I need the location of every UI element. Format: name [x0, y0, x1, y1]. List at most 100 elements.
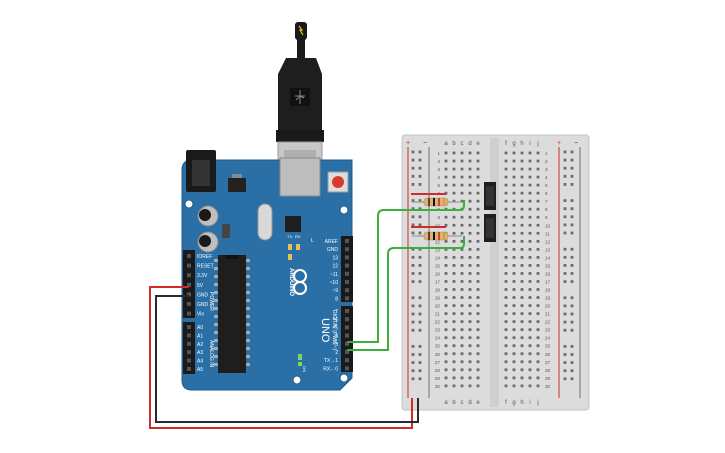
bb-hole[interactable]: [444, 159, 448, 163]
bb-hole[interactable]: [504, 207, 508, 211]
bb-hole[interactable]: [476, 288, 480, 291]
bb-hole[interactable]: [504, 368, 508, 372]
bb-hole[interactable]: [468, 191, 472, 195]
bb-hole[interactable]: [452, 255, 456, 259]
bb-hole[interactable]: [452, 223, 456, 227]
bb-hole[interactable]: [452, 344, 456, 348]
rail-hole[interactable]: [570, 231, 574, 235]
rail-hole[interactable]: [411, 328, 415, 332]
rail-hole[interactable]: [411, 223, 415, 227]
bb-hole[interactable]: [528, 320, 532, 324]
bb-hole[interactable]: [504, 239, 508, 243]
bb-hole[interactable]: [520, 151, 524, 155]
rail-hole[interactable]: [563, 183, 567, 186]
bb-hole[interactable]: [460, 199, 464, 203]
rail-hole[interactable]: [570, 255, 574, 259]
power-pin-hole[interactable]: [187, 254, 191, 258]
bb-hole[interactable]: [520, 352, 524, 356]
bb-hole[interactable]: [536, 312, 540, 315]
bb-hole[interactable]: [444, 376, 448, 380]
bb-hole[interactable]: [460, 352, 464, 356]
rail-hole[interactable]: [418, 369, 422, 373]
analog-pin-hole[interactable]: [187, 358, 191, 363]
rail-hole[interactable]: [411, 215, 415, 219]
bb-hole[interactable]: [476, 312, 480, 315]
rail-hole[interactable]: [570, 312, 574, 316]
rail-hole[interactable]: [563, 247, 567, 251]
rail-hole[interactable]: [570, 296, 574, 300]
bb-hole[interactable]: [476, 159, 480, 163]
rail-hole[interactable]: [411, 345, 415, 348]
rail-hole[interactable]: [563, 272, 567, 275]
bb-hole[interactable]: [460, 239, 464, 243]
bb-hole[interactable]: [512, 151, 516, 155]
analog-pin-hole[interactable]: [187, 325, 191, 329]
bb-hole[interactable]: [460, 376, 464, 380]
bb-hole[interactable]: [520, 376, 524, 380]
rail-hole[interactable]: [570, 328, 574, 332]
rail-hole[interactable]: [563, 264, 567, 267]
analog-pin-hole[interactable]: [187, 367, 191, 371]
bb-hole[interactable]: [512, 296, 516, 299]
bb-hole[interactable]: [536, 264, 540, 267]
bb-hole[interactable]: [452, 288, 456, 291]
bb-hole[interactable]: [452, 376, 456, 380]
rail-hole[interactable]: [570, 158, 574, 162]
rail-hole[interactable]: [563, 304, 567, 308]
bb-hole[interactable]: [468, 167, 472, 171]
bb-hole[interactable]: [520, 167, 524, 171]
bb-hole[interactable]: [512, 199, 516, 203]
bb-hole[interactable]: [504, 384, 508, 388]
bb-hole[interactable]: [452, 360, 456, 364]
bb-hole[interactable]: [452, 215, 456, 219]
rail-hole[interactable]: [563, 150, 567, 154]
bb-hole[interactable]: [536, 320, 540, 324]
bb-hole[interactable]: [536, 384, 540, 388]
bb-hole[interactable]: [476, 320, 480, 324]
bb-hole[interactable]: [452, 199, 456, 203]
pushbutton-2[interactable]: [484, 214, 496, 242]
rail-hole[interactable]: [570, 320, 574, 324]
bb-hole[interactable]: [528, 255, 532, 259]
bb-hole[interactable]: [444, 167, 448, 171]
bb-hole[interactable]: [536, 344, 540, 348]
digital-pin-hole[interactable]: [345, 280, 349, 284]
rail-hole[interactable]: [411, 158, 415, 162]
rail-hole[interactable]: [418, 158, 422, 162]
bb-hole[interactable]: [460, 215, 464, 219]
bb-hole[interactable]: [476, 328, 480, 332]
bb-hole[interactable]: [460, 167, 464, 171]
bb-hole[interactable]: [520, 280, 524, 283]
rail-hole[interactable]: [418, 150, 422, 154]
bb-hole[interactable]: [536, 175, 540, 179]
rail-hole[interactable]: [563, 369, 567, 373]
bb-hole[interactable]: [536, 199, 540, 203]
bb-hole[interactable]: [476, 223, 480, 227]
bb-hole[interactable]: [536, 304, 540, 307]
bb-hole[interactable]: [536, 151, 540, 155]
bb-hole[interactable]: [452, 352, 456, 356]
bb-hole[interactable]: [520, 215, 524, 219]
rail-hole[interactable]: [570, 345, 574, 348]
rail-hole[interactable]: [563, 280, 567, 283]
bb-hole[interactable]: [468, 288, 472, 291]
bb-hole[interactable]: [520, 231, 524, 235]
digital-pin-hole[interactable]: [345, 333, 349, 338]
bb-hole[interactable]: [452, 312, 456, 315]
bb-hole[interactable]: [444, 304, 448, 307]
bb-hole[interactable]: [520, 247, 524, 251]
rail-hole[interactable]: [418, 215, 422, 219]
bb-hole[interactable]: [528, 247, 532, 251]
bb-hole[interactable]: [452, 167, 456, 171]
bb-hole[interactable]: [468, 368, 472, 372]
bb-hole[interactable]: [520, 239, 524, 243]
bb-hole[interactable]: [504, 352, 508, 356]
bb-hole[interactable]: [536, 272, 540, 275]
rail-hole[interactable]: [570, 369, 574, 373]
rail-hole[interactable]: [563, 215, 567, 219]
digital-pin-hole[interactable]: [345, 288, 349, 293]
rail-hole[interactable]: [570, 207, 574, 211]
bb-hole[interactable]: [444, 223, 448, 227]
bb-hole[interactable]: [504, 167, 508, 171]
bb-hole[interactable]: [460, 280, 464, 283]
